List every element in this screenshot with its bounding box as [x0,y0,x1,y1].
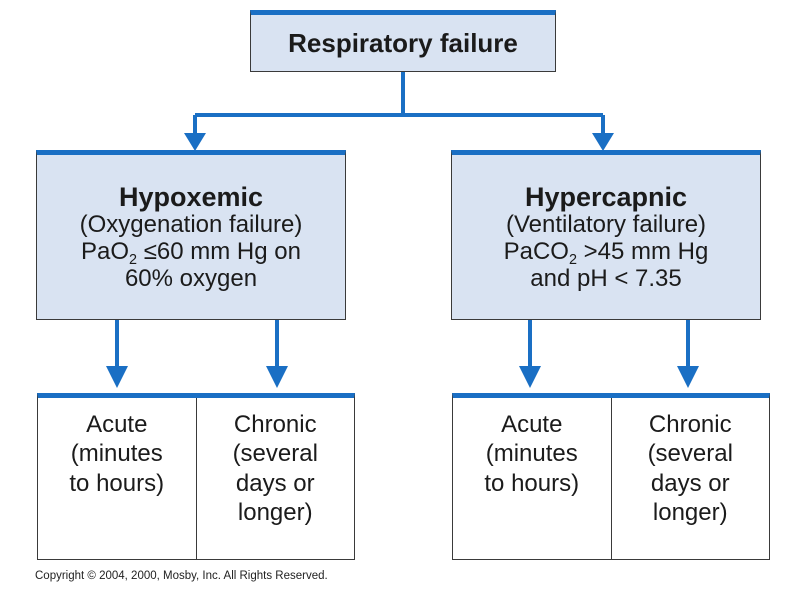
type-line: to hours) [484,469,580,497]
hypercapnic-types: Acute (minutes to hours) Chronic (severa… [452,393,770,560]
arrowhead-hypercapnic-chronic [677,366,699,388]
type-line: longer) [237,498,313,526]
type-line: (several [647,440,733,468]
arrowhead-hypoxemic [184,133,206,151]
hypercapnic-acute-node: Acute (minutes to hours) [453,398,611,559]
type-line: to hours) [69,469,165,497]
hypoxemic-criterion: PaO2 ≤60 mm Hg on [81,237,301,268]
hypercapnic-subtitle: (Ventilatory failure) [505,210,707,238]
hypoxemic-types: Acute (minutes to hours) Chronic (severa… [37,393,355,560]
root-title: Respiratory failure [288,27,518,58]
hypercapnic-heading: Hypercapnic [524,181,688,212]
hypoxemic-subtitle: (Oxygenation failure) [79,210,303,238]
type-line: days or [650,469,730,497]
type-line: longer) [652,498,728,526]
arrowhead-hypercapnic-acute [519,366,541,388]
type-line: Chronic [233,411,317,438]
type-line: (minutes [485,440,578,468]
hypoxemic-chronic-node: Chronic (several days or longer) [195,398,355,559]
type-line: Chronic [648,411,732,438]
hypercapnic-criterion-condition: and pH < 7.35 [530,264,682,292]
hypoxemic-node: Hypoxemic (Oxygenation failure) PaO2 ≤60… [36,150,346,320]
root-node: Respiratory failure [250,10,556,72]
type-line: Acute [86,411,148,438]
hypercapnic-node: Hypercapnic (Ventilatory failure) PaCO2 … [451,150,761,320]
arrowhead-hypoxemic-acute [106,366,128,388]
type-line: days or [235,469,315,497]
arrowhead-hypoxemic-chronic [266,366,288,388]
hypercapnic-chronic-node: Chronic (several days or longer) [610,398,770,559]
type-line: (several [232,440,318,468]
type-line: Acute [501,411,563,438]
arrowhead-hypercapnic [592,133,614,151]
hypoxemic-acute-node: Acute (minutes to hours) [38,398,196,559]
hypercapnic-criterion: PaCO2 >45 mm Hg [503,237,709,268]
type-line: (minutes [70,440,163,468]
hypoxemic-criterion-condition: 60% oxygen [124,264,258,292]
copyright-notice: Copyright © 2004, 2000, Mosby, Inc. All … [35,570,328,582]
hypoxemic-heading: Hypoxemic [118,181,264,212]
